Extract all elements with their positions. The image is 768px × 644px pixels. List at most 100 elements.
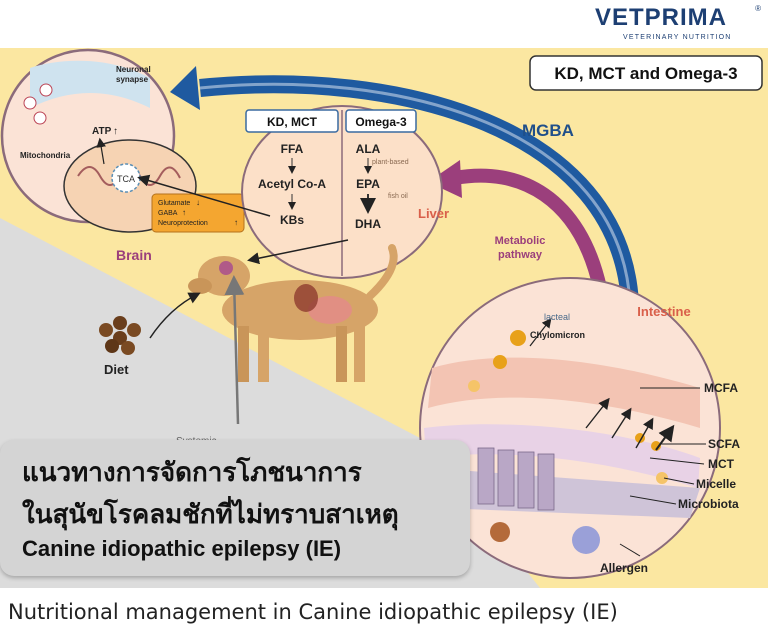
neuroprotection-label: Neuroprotection — [158, 220, 208, 227]
dha-label: DHA — [355, 217, 381, 231]
mct-label: MCT — [708, 457, 735, 471]
systemic-arrow — [224, 275, 245, 425]
dog-leg — [238, 326, 249, 382]
gaba-label: GABA — [158, 210, 178, 217]
glutamate-label: Glutamate — [158, 200, 190, 207]
synapse-label-line1: Neuronal — [116, 65, 151, 74]
intestine-panel: lacteal Chylomicron Intestine — [419, 277, 721, 579]
absorption-arrow — [655, 424, 675, 451]
epa-label: EPA — [356, 177, 380, 191]
kd-mct-omega-box — [529, 55, 763, 91]
fish-oil-note: fish oil — [388, 193, 408, 200]
vesicle — [33, 111, 47, 125]
kd-mct-omega-label: KD, MCT and Omega-3 — [554, 64, 737, 83]
kibble — [105, 339, 119, 353]
atp-label: ATP — [92, 126, 112, 137]
dog-snout — [188, 278, 212, 294]
dha-to-dog-arrow — [247, 239, 349, 265]
scfa-label: SCFA — [708, 437, 740, 451]
kibble — [127, 323, 141, 337]
microbiota-leader — [629, 495, 677, 505]
epithelial-cell — [497, 449, 515, 507]
epithelial-cell — [537, 453, 555, 511]
micelle-leader — [663, 477, 695, 485]
lacteal-label: lacteal — [544, 312, 570, 322]
brain-panel: Neuronal synapse TCA ATP ↑ Mitochondria — [0, 48, 197, 233]
dog-leg — [354, 324, 365, 382]
allergen-label: Allergen — [600, 561, 648, 575]
metabolic-arrow-head — [428, 160, 462, 198]
nutrition-pathway-diagram: KD, MCT and Omega-3 MGBA Metabolic pathw… — [0, 48, 768, 588]
dog-liver — [294, 284, 318, 312]
liver-panel: KD, MCT Omega-3 FFA Acetyl Co-A KBs ALA … — [241, 105, 449, 279]
neuroprotection-up-arrow: ↑ — [234, 218, 238, 227]
dog-brain — [219, 261, 233, 275]
allergen-particle — [490, 522, 510, 542]
mct-leader — [649, 457, 705, 465]
villus-layer — [428, 357, 700, 428]
metabolic-label-line2: pathway — [498, 249, 543, 261]
thai-title-line1: แนวทางการจัดการโภชนาการ — [22, 458, 362, 488]
dog-tail — [366, 244, 398, 300]
kd-mct-header: KD, MCT — [267, 115, 318, 129]
kibble — [121, 341, 135, 355]
mcfa-label: MCFA — [704, 381, 738, 395]
title-box: แนวทางการจัดการโภชนาการ ในสุนัขโรคลมชักท… — [0, 440, 470, 576]
vesicle — [39, 83, 53, 97]
chylomicron-particle — [510, 330, 526, 346]
kibble — [99, 323, 113, 337]
absorption-arrow — [585, 397, 610, 429]
omega3-header: Omega-3 — [355, 115, 407, 129]
glutamate-down-arrow: ↓ — [196, 198, 200, 207]
absorption-arrow — [611, 407, 632, 439]
english-title: Canine idiopathic epilepsy (IE) — [22, 536, 342, 561]
mgba-label: MGBA — [522, 121, 574, 140]
plant-based-note: plant-based — [372, 159, 409, 166]
ala-label: ALA — [356, 142, 381, 156]
logo-brand: VETPRIMA — [595, 4, 728, 31]
dog-leg — [258, 328, 269, 382]
lumen-layer — [424, 424, 700, 488]
logo-tagline: VETERINARY NUTRITION — [623, 34, 732, 41]
brain-label: Brain — [116, 247, 152, 263]
micelle-particle — [468, 380, 480, 392]
micelle-particle — [656, 472, 668, 484]
ffa-label: FFA — [281, 142, 304, 156]
chylomicron-arrow — [529, 318, 552, 347]
acetyl-coa-label: Acetyl Co-A — [258, 177, 326, 191]
thai-title-line2: ในสุนัขโรคลมชักที่ไม่ทราบสาเหตุ — [22, 500, 399, 530]
mgba-arrow-head — [170, 66, 200, 110]
intestine-label: Intestine — [637, 304, 690, 319]
atp-arrow — [96, 137, 106, 165]
vetprima-logo: VETPRIMA ® VETERINARY NUTRITION — [595, 4, 765, 44]
synapse-label-line2: synapse — [116, 75, 149, 84]
gaba-up-arrow: ↑ — [182, 208, 186, 217]
synapse-region — [30, 60, 150, 108]
liver-label: Liver — [418, 206, 449, 221]
tca-label: TCA — [117, 174, 135, 184]
chylomicron-particle — [493, 355, 507, 369]
metabolic-arrow-shaft — [453, 168, 607, 290]
absorption-arrow — [635, 417, 654, 449]
dog-gut — [308, 296, 352, 324]
caption: Nutritional management in Canine idiopat… — [8, 600, 618, 624]
kbs-label: KBs — [280, 213, 304, 227]
kibble — [113, 316, 127, 330]
mgba-arrow-highlight — [199, 82, 632, 304]
kbs-to-brain-arrow — [137, 174, 271, 217]
mitochondria-label: Mitochondria — [20, 151, 71, 160]
omega3-header-box — [345, 109, 417, 133]
metabolic-label-line1: Metabolic — [495, 235, 546, 247]
atp-up-arrow: ↑ — [113, 126, 118, 137]
epithelial-cell — [477, 447, 495, 505]
diet-label: Diet — [104, 362, 129, 377]
scfa-particle — [651, 441, 661, 451]
allergen-leader — [619, 543, 641, 557]
vesicle — [23, 96, 37, 110]
dog-leg — [336, 326, 347, 382]
mgba-arrow-shaft — [199, 75, 639, 304]
diet-arrow — [149, 292, 201, 339]
logo-registered-mark: ® — [755, 4, 761, 13]
microbiota-label: Microbiota — [678, 497, 739, 511]
kd-mct-header-box — [245, 109, 339, 133]
